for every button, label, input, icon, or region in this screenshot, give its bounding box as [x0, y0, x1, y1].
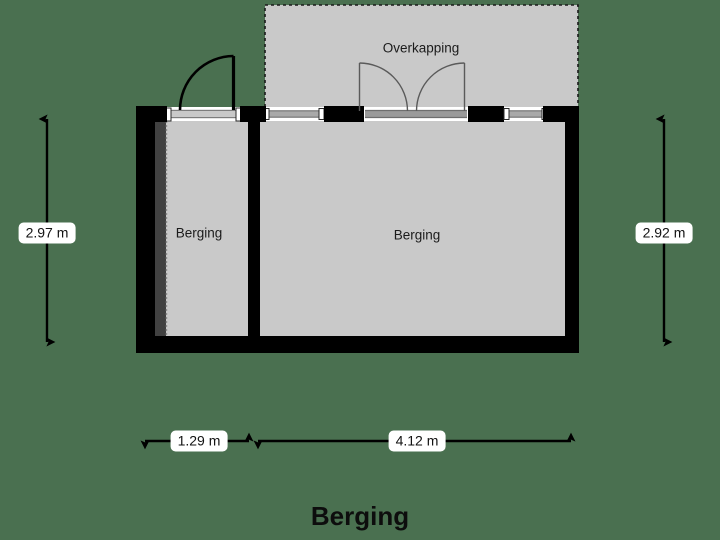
window-top-right-glass: [508, 110, 544, 118]
wall-pier-b: [468, 106, 504, 122]
berging-left-floor: [155, 121, 248, 336]
berging-right-label: Berging: [393, 227, 441, 243]
window-top-right: [503, 108, 548, 120]
window-top-left-a: [263, 106, 364, 122]
door-french-right-arc: [415, 62, 465, 112]
interior-dividing-wall: [248, 107, 260, 353]
wall-pier-divider-top: [240, 106, 266, 122]
door-left-single-swing-arc: [178, 54, 234, 111]
top-wall-openings: [136, 54, 579, 122]
window-top-left-a-glass: [268, 110, 321, 118]
building-walls: [136, 107, 579, 353]
wall-corner-top-left: [136, 106, 167, 122]
wall-corner-top-right: [543, 106, 579, 122]
dimension-bottom-right-label: 4.12 m: [388, 430, 446, 452]
door-french-left-arc: [359, 62, 409, 112]
wall-pier-a: [324, 106, 364, 122]
door-french-double-threshold: [365, 110, 467, 118]
left-wall-insulation-strip: [155, 121, 166, 336]
page-title: Berging: [310, 501, 410, 531]
berging-left-label: Berging: [175, 225, 223, 241]
window-top-right-jamb-left: [503, 108, 510, 120]
berging-right-floor: [260, 121, 565, 336]
door-left-single: [165, 54, 242, 122]
door-left-single-leaf-band: [169, 109, 237, 119]
overkapping-label: Overkapping: [382, 40, 460, 56]
dimension-left-vertical-label: 2.97 m: [18, 222, 76, 244]
overkapping-outline: [264, 4, 579, 110]
window-top-left-a-jamb-right: [318, 108, 325, 120]
dimension-right-vertical-label: 2.92 m: [635, 222, 693, 244]
overkapping-region: [264, 4, 579, 110]
door-french-double: [358, 62, 504, 122]
dimension-bottom-left-label: 1.29 m: [170, 430, 228, 452]
